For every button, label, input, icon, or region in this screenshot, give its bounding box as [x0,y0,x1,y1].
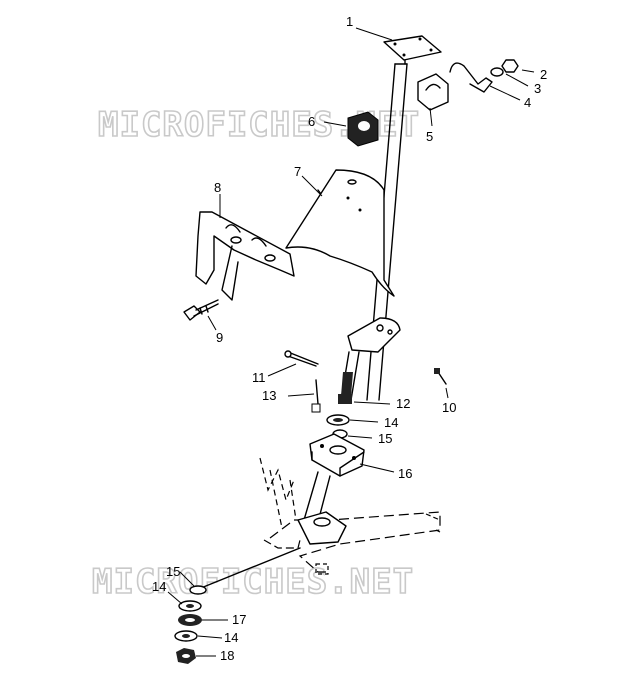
callout-14-lower: 14 [152,579,166,594]
callout-5: 5 [426,129,433,144]
lower-post [340,351,360,401]
callout-9: 9 [216,330,223,345]
castle-nut-12 [338,394,352,404]
screw-10 [434,368,447,385]
callout-14-upper: 14 [384,415,398,430]
callout-16: 16 [398,466,412,481]
callout-12: 12 [396,396,410,411]
callout-8: 8 [214,180,221,195]
castle-nut-18 [176,648,196,664]
frame-rails [259,457,441,575]
washers-upper [326,414,350,439]
bolt-9 [183,299,219,321]
watermark-bottom: MICROFICHES.NET [92,562,414,602]
callout-18: 18 [220,648,234,663]
washer-15-lower [189,585,207,595]
lower-bearing-block [309,433,365,477]
callout-11: 11 [252,370,266,385]
console-shroud [285,169,395,297]
callout-1: 1 [346,14,353,29]
callout-17: 17 [232,612,246,627]
washer-14-lower [178,600,202,612]
mounting-bracket [195,211,295,301]
lower-mount [195,511,347,591]
washer-14-bottom [174,630,198,642]
callout-14-bottom: 14 [224,630,238,645]
leader-lines [167,27,535,657]
bearing-block [347,111,379,147]
callout-7: 7 [294,164,301,179]
bearing-17 [178,614,202,626]
callout-2: 2 [540,67,547,82]
callout-10: 10 [442,400,456,415]
grease-fitting [311,379,321,413]
steering-arm-plate [347,317,401,353]
clamp-block [417,73,449,111]
callout-3: 3 [534,81,541,96]
callout-15-lower: 15 [166,564,180,579]
callout-labels: 1 2 3 4 5 6 7 8 9 10 11 12 13 14 15 16 1… [152,14,547,663]
handlebar-clamp [449,59,519,93]
callout-15-upper: 15 [378,431,392,446]
cotter-pin [284,350,319,367]
callout-6: 6 [308,114,315,129]
callout-13: 13 [262,388,276,403]
callout-4: 4 [524,95,531,110]
